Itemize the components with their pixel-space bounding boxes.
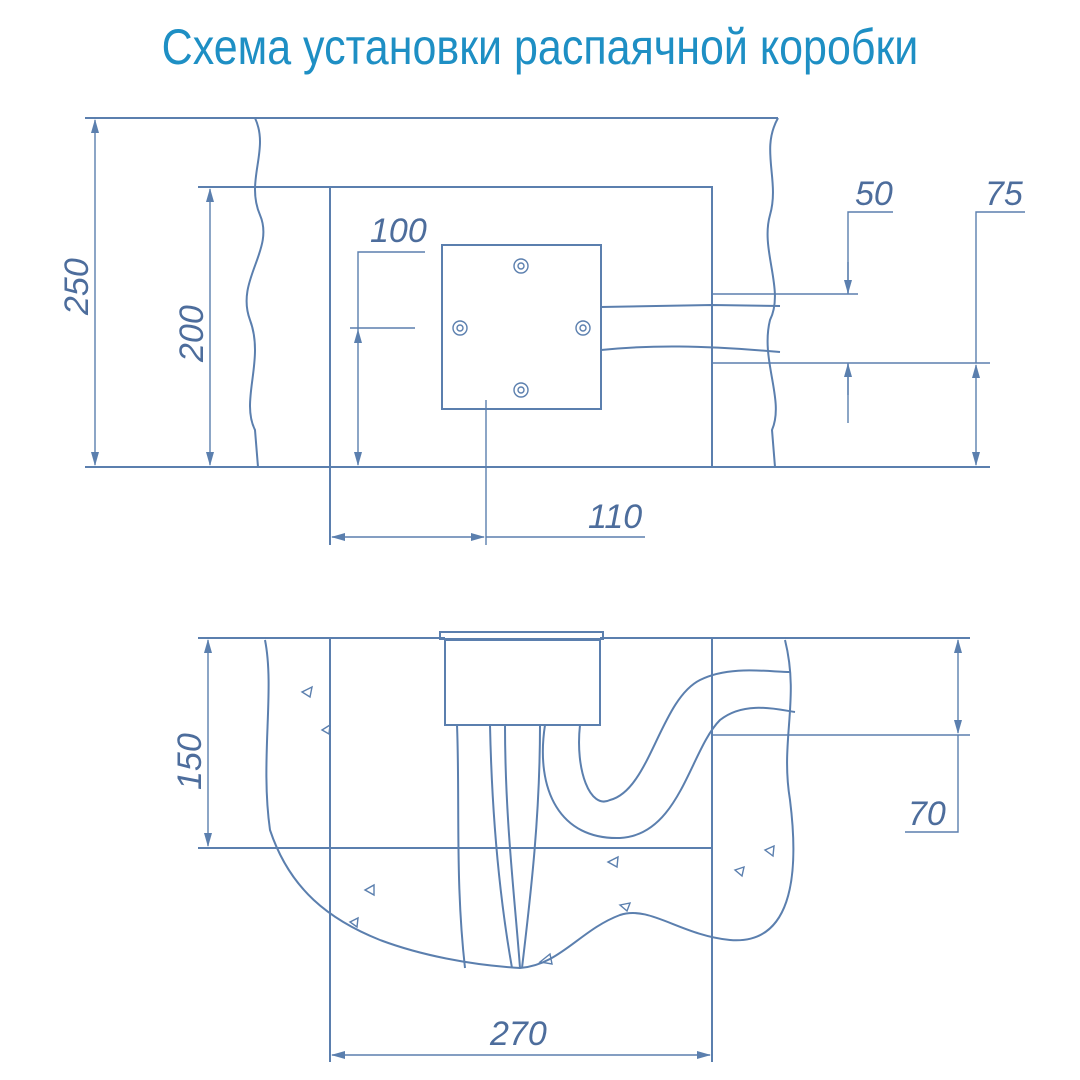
dim-100: 100: [370, 212, 427, 250]
pipe-top: [600, 303, 781, 353]
dim-70: 70: [908, 795, 946, 833]
dim-50: 50: [855, 175, 893, 213]
dim-200: 200: [173, 305, 211, 363]
top-view: 250 200 100 50 75 110: [58, 117, 1025, 545]
dim-110: 110: [588, 498, 642, 536]
dim-75: 75: [985, 175, 1023, 213]
niche-outline: [198, 186, 713, 467]
wall-break-right: [766, 117, 779, 468]
dim-270: 270: [489, 1015, 547, 1053]
section-view: 150 70 270: [171, 631, 970, 1062]
wall-break-left: [245, 117, 265, 468]
screw-icons: [452, 258, 591, 398]
concrete-break: [264, 639, 795, 970]
dim-150: 150: [171, 733, 209, 790]
junction-box-section: [444, 639, 601, 726]
junction-box: [441, 244, 602, 410]
diagram-title: Схема установки распаячной коробки: [161, 19, 919, 75]
box-lid: [439, 631, 604, 640]
pipe-bend: [541, 669, 796, 840]
concrete-aggregate: [300, 685, 775, 965]
dim-250: 250: [58, 258, 96, 316]
pipe-down: [456, 724, 541, 969]
